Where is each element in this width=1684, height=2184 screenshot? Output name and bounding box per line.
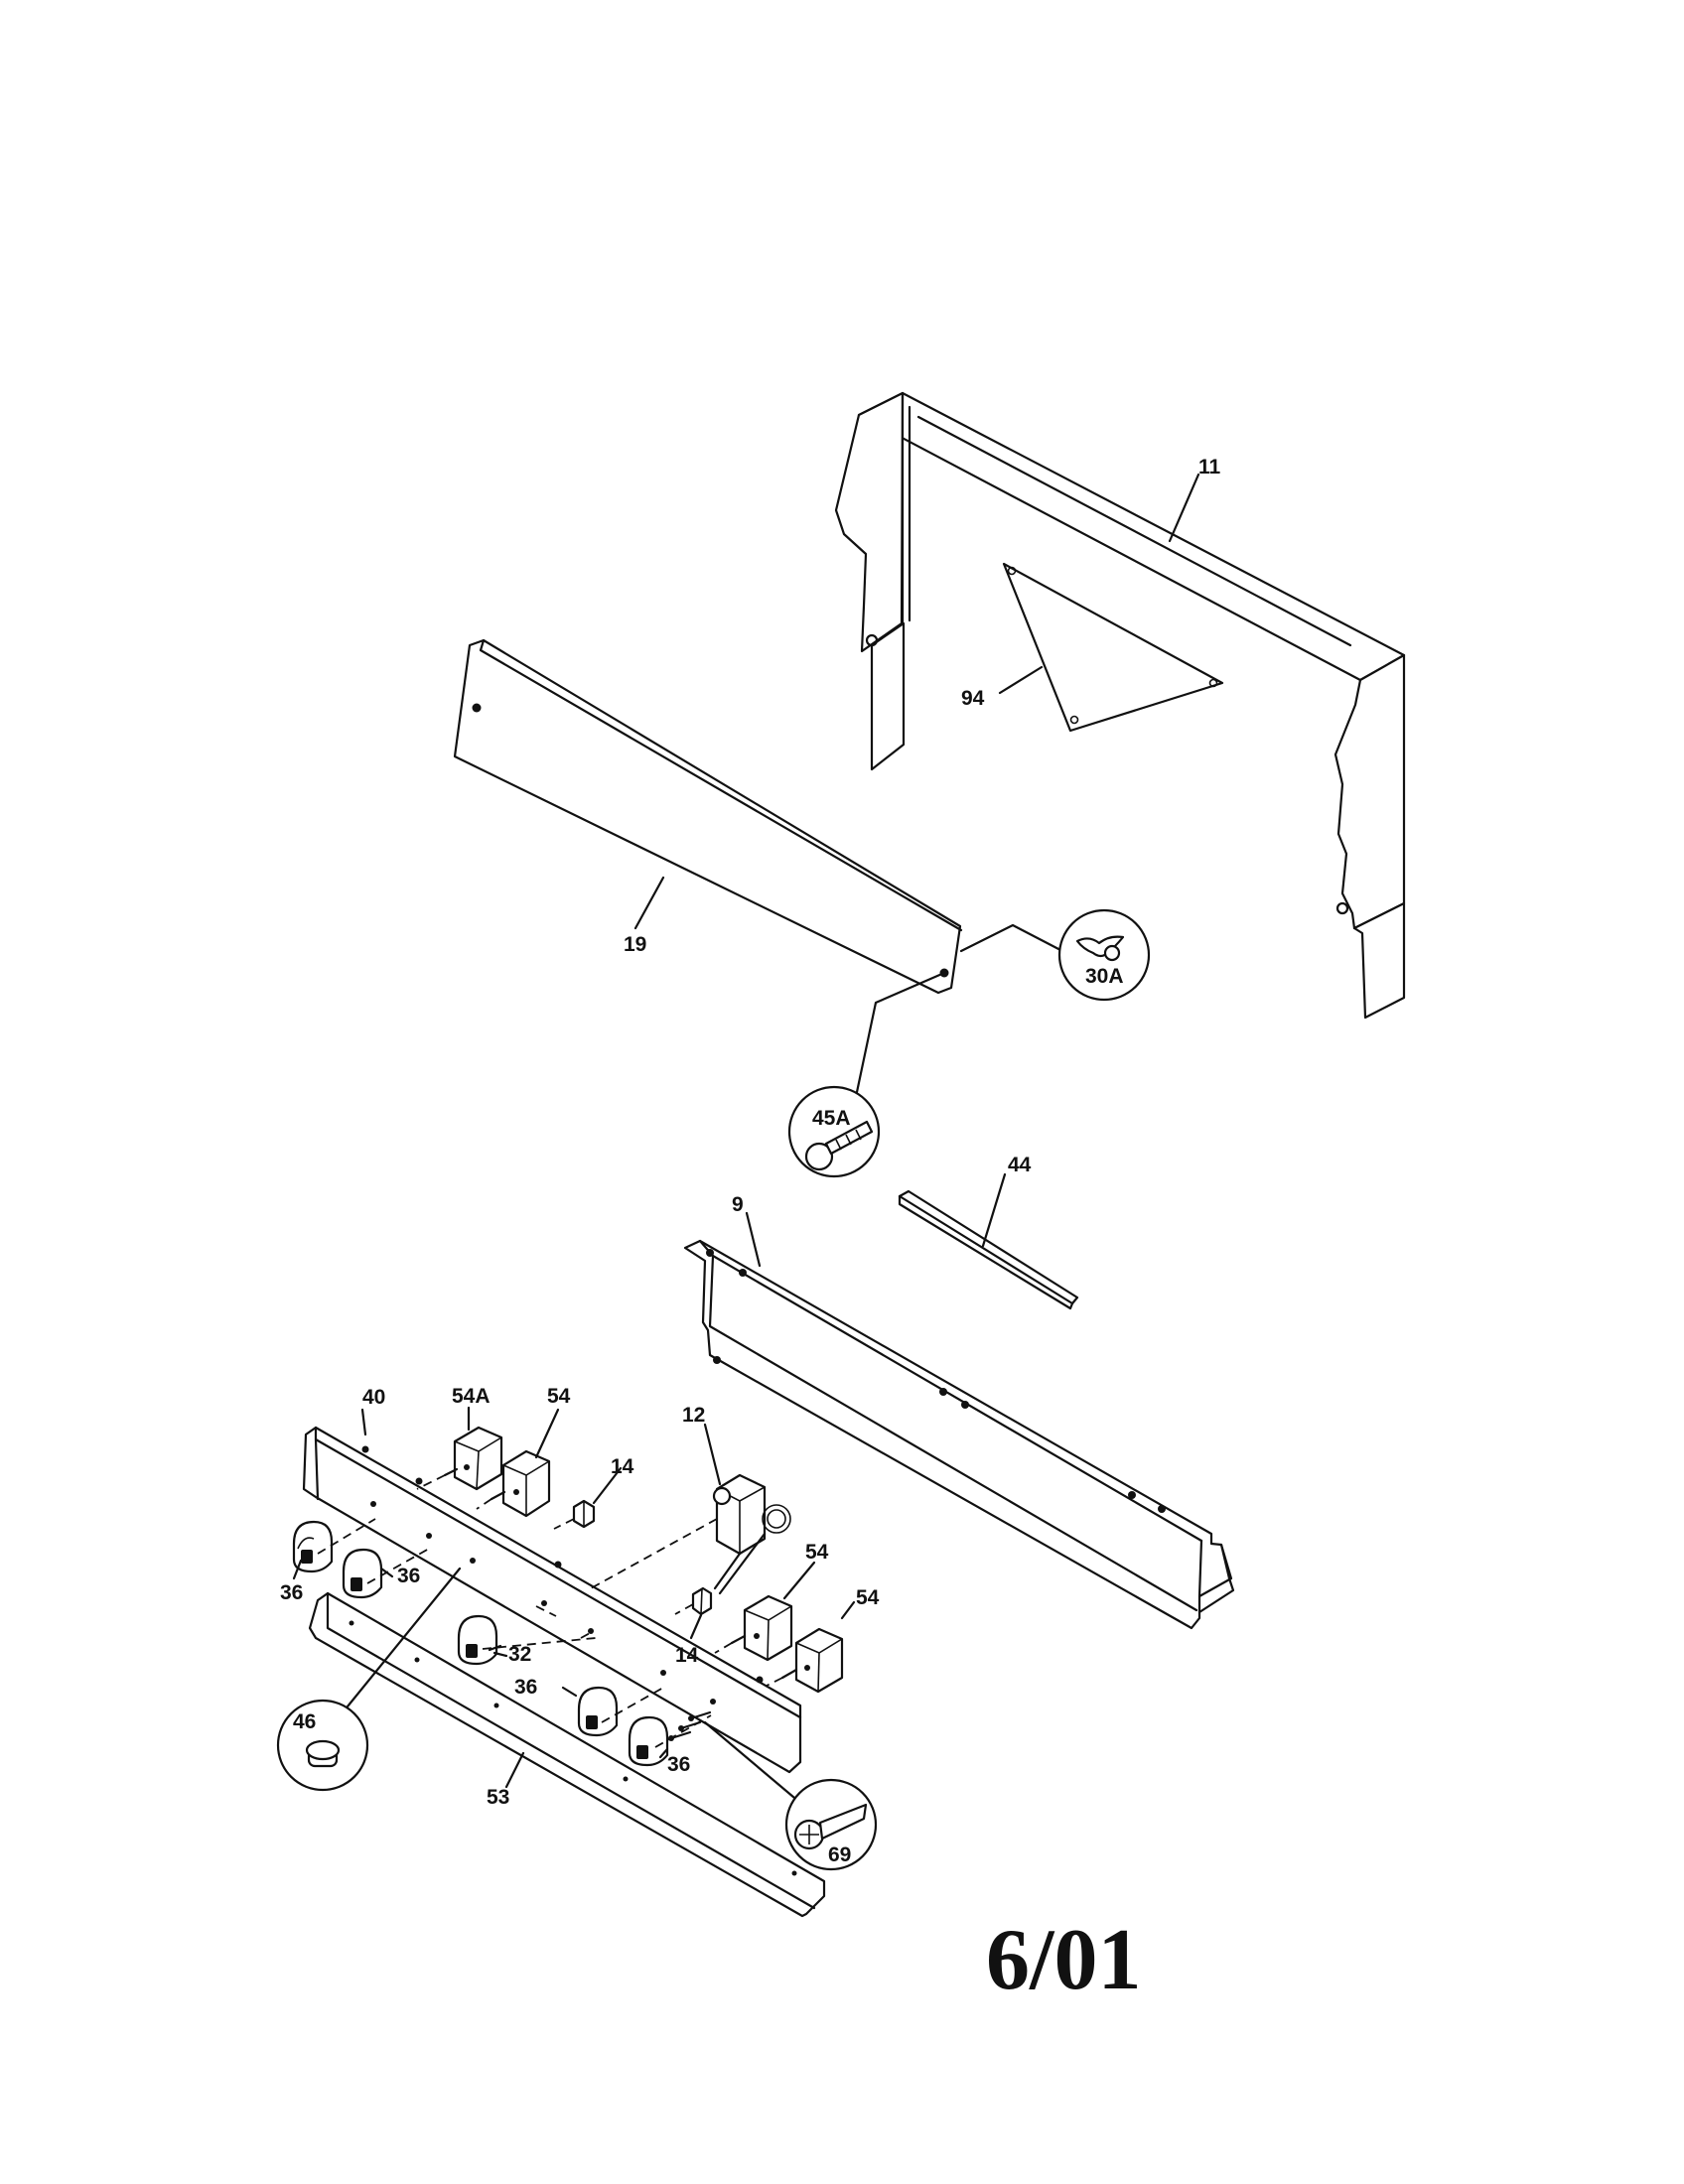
label-12: 12 [682,1404,705,1427]
label-54A: 54A [452,1385,491,1408]
part-9-manifold-panel [683,1239,1235,1630]
label-32: 32 [508,1643,531,1666]
part-36-knob-2 [342,1548,383,1599]
label-11: 11 [1198,456,1221,478]
label-14-upper: 14 [611,1455,634,1478]
label-36-left: 36 [280,1581,303,1604]
label-30A: 30A [1085,965,1124,988]
callout-45A-bolt [787,1085,881,1178]
part-40-control-panel [302,1426,802,1774]
revision-date: 6/01 [986,1912,1141,2008]
label-69: 69 [828,1843,851,1866]
part-36-knob-3 [577,1686,619,1737]
part-36-knob-1 [292,1520,334,1573]
part-53-trim-bar [308,1591,826,1918]
callout-30A-wingnut [1057,908,1151,1002]
assembly-dashed-lines [317,1474,783,1748]
part-14-clip-lower [691,1586,713,1616]
label-54-middle: 54 [805,1541,829,1564]
leader-lines [292,473,1200,1805]
callout-labels: 11 94 19 30A 45A 44 9 40 54A 54 14 12 36… [280,456,1221,1866]
label-40: 40 [362,1386,385,1409]
part-44-trim-strip [898,1189,1079,1310]
callout-69-screw [784,1778,878,1871]
callout-46-plug [276,1699,369,1792]
label-36-right: 36 [667,1753,690,1776]
part-11-backguard [834,391,1406,1020]
label-54-upper: 54 [547,1385,571,1408]
label-44: 44 [1008,1154,1032,1176]
part-54A-switch [443,1426,503,1491]
part-54-switch-upper [490,1449,551,1518]
label-53: 53 [487,1786,509,1809]
label-36-second: 36 [397,1565,420,1587]
part-14-clip-upper [572,1499,596,1529]
label-46: 46 [293,1710,316,1733]
label-14-lower: 14 [675,1644,699,1667]
label-36-third: 36 [514,1676,537,1699]
label-45A: 45A [812,1107,851,1130]
part-54-switch-middle [730,1594,793,1662]
label-94: 94 [961,687,985,710]
part-94-shield [1002,562,1224,733]
label-19: 19 [624,933,646,956]
part-12-thermostat [712,1473,791,1595]
screws-69-set [668,1710,712,1741]
part-32-knob [457,1614,498,1666]
label-54-lower: 54 [856,1586,880,1609]
label-9: 9 [732,1193,744,1216]
part-19-panel [453,638,963,995]
part-54-switch-lower [780,1627,844,1694]
part-36-knob-4 [628,1715,669,1767]
